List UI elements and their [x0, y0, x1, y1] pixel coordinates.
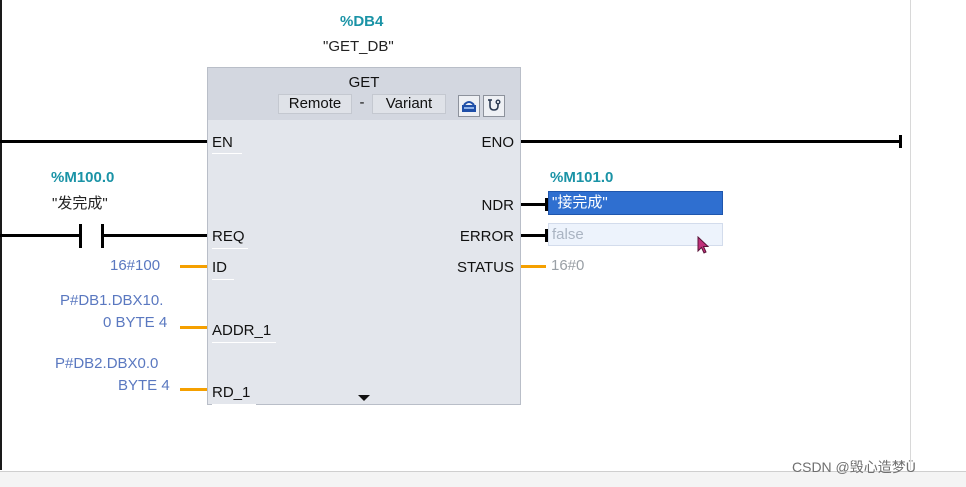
pin-error: ERROR — [459, 228, 514, 245]
pin-status: STATUS — [457, 259, 514, 276]
pin-addr-1: ADDR_1 — [212, 322, 272, 339]
pin-ndr: NDR — [481, 197, 515, 214]
error-operand-field[interactable]: false — [548, 223, 723, 246]
mouse-cursor-icon — [697, 236, 710, 254]
pin-underline — [212, 342, 276, 343]
error-wire-end — [545, 229, 548, 242]
network-frame-right — [910, 0, 911, 470]
rd-1-operand-line1[interactable]: P#DB2.DBX0.0 — [55, 355, 159, 372]
data-type-selector[interactable]: Variant — [372, 94, 446, 114]
eno-wire-end — [899, 135, 902, 148]
pin-rd-1: RD_1 — [212, 384, 251, 401]
pin-underline — [212, 153, 242, 154]
no-contact-right-bar[interactable] — [101, 224, 104, 248]
ndr-wire-end — [545, 198, 548, 211]
pin-en: EN — [212, 134, 233, 151]
block-title: GET — [348, 74, 380, 91]
req-operand-tag[interactable]: %M100.0 — [51, 169, 115, 186]
pin-underline — [212, 404, 256, 405]
pin-underline — [212, 248, 248, 249]
option-separator: - — [359, 94, 365, 111]
get-function-block[interactable]: GET Remote - Variant EN REQ ID — [207, 67, 521, 405]
instance-db-name[interactable]: "GET_DB" — [323, 38, 394, 55]
expand-block-arrow-icon[interactable] — [358, 395, 370, 401]
status-operand[interactable]: 16#0 — [551, 257, 585, 274]
bottom-strip — [0, 472, 966, 487]
block-header: GET Remote - Variant — [208, 68, 520, 120]
pin-req: REQ — [212, 228, 245, 245]
id-wire — [180, 265, 207, 268]
ndr-wire — [521, 203, 548, 206]
pin-id: ID — [212, 259, 227, 276]
status-wire — [521, 265, 546, 268]
ndr-operand-field[interactable]: "接完成" — [548, 191, 723, 215]
pin-underline — [212, 279, 234, 280]
id-operand[interactable]: 16#100 — [110, 257, 161, 274]
diagnostics-stethoscope-icon[interactable] — [483, 95, 505, 117]
en-wire — [0, 140, 207, 143]
bottom-divider — [0, 471, 966, 472]
ndr-operand-tag[interactable]: %M101.0 — [550, 169, 614, 186]
no-contact-left-bar[interactable] — [79, 224, 82, 248]
addr-1-operand-line2[interactable]: 0 BYTE 4 — [103, 314, 168, 331]
connection-config-icon[interactable] — [458, 95, 480, 117]
error-wire — [521, 234, 548, 237]
addr-1-operand-line1[interactable]: P#DB1.DBX10. — [60, 292, 164, 309]
req-operand-symbol[interactable]: "发完成" — [52, 195, 108, 212]
pin-eno: ENO — [481, 134, 514, 151]
rd-1-operand-line2[interactable]: BYTE 4 — [118, 377, 170, 394]
watermark: CSDN @毁心造梦Ü — [792, 459, 916, 475]
rd-1-wire — [180, 388, 207, 391]
connection-type-selector[interactable]: Remote — [278, 94, 352, 114]
req-wire-left — [0, 234, 80, 237]
instance-db-tag[interactable]: %DB4 — [340, 13, 384, 30]
eno-wire — [521, 140, 901, 143]
addr-1-wire — [180, 326, 207, 329]
req-wire-right — [103, 234, 207, 237]
